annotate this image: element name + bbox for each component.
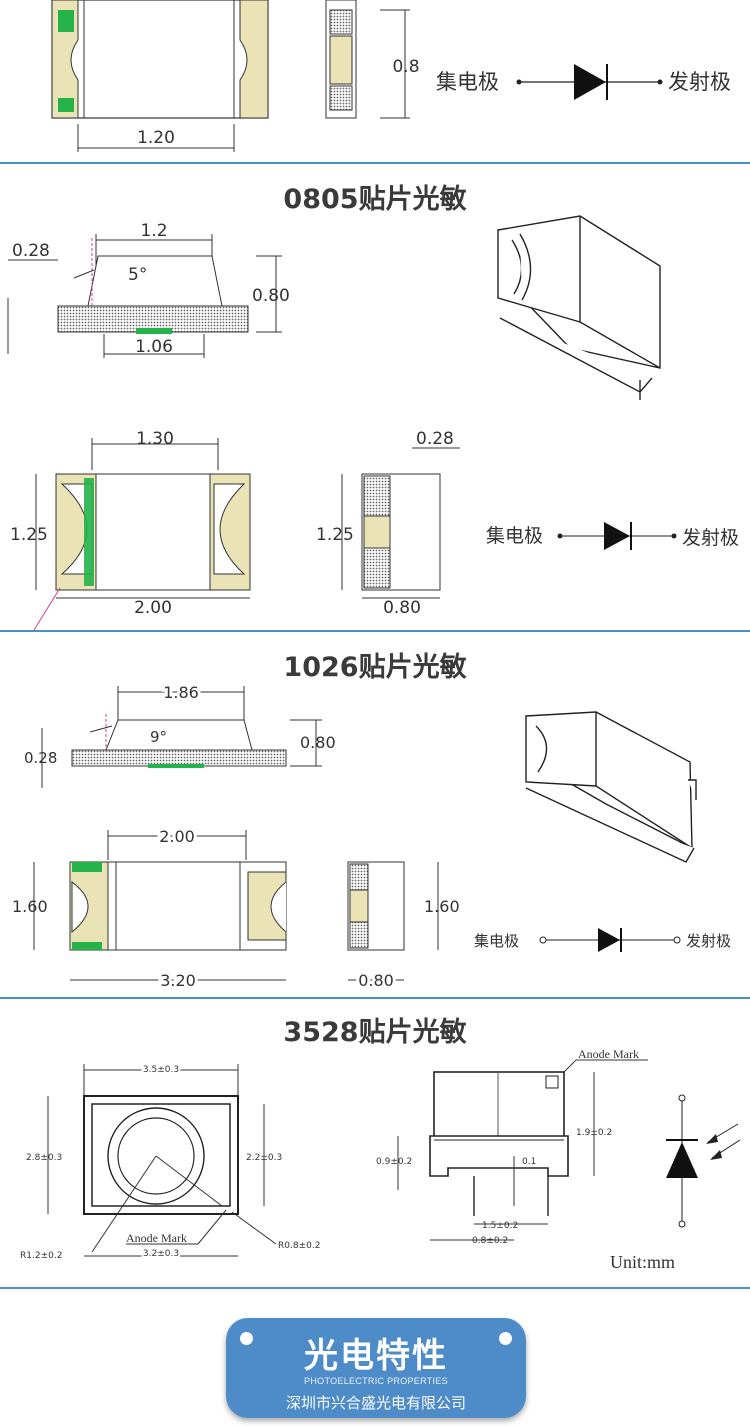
badge-hole-right — [499, 1332, 512, 1345]
badge-hole-left — [240, 1332, 253, 1345]
photoelectric-badge: 光电特性 PHOTOELECTRIC PROPERTIES 深圳市兴合盛光电有限… — [226, 1318, 526, 1418]
1026-dim-h: 1.60 — [12, 897, 48, 916]
0805-diode-symbol: 集电极 发射极 — [486, 522, 739, 550]
3528-dim-side-h: 1.9±0.2 — [576, 1128, 612, 1138]
top-dim-width: 1.20 — [137, 128, 175, 148]
1026-dim-side-h: 1.60 — [424, 897, 460, 916]
0805-dim-w: 1.30 — [136, 429, 174, 449]
3528-dim-pad2: 0.8±0.2 — [472, 1236, 508, 1246]
1026-3d-view — [525, 711, 697, 863]
3528-top-view: 3.5±0.3 2.8±0.3 2.2±0.3 3.2±0.3 Anode Ma… — [20, 1063, 320, 1261]
1026-profile: 1.86 9° 0.28 0.80 — [24, 680, 336, 788]
title-3528: 3528贴片光敏 — [283, 1017, 467, 1048]
0805-dim-side-w: 0.80 — [383, 598, 421, 618]
3528-side-view: Anode Mark 1.9±0.2 0.9±0.2 0.1 1.5±0.2 0… — [376, 1047, 648, 1246]
1026-label-emitter: 发射极 — [686, 932, 731, 950]
3528-dim-h-inner: 2.2±0.3 — [246, 1153, 282, 1163]
top-diagram: 1.20 0.8 集电极 发射极 — [51, 0, 731, 152]
diagram-1026: 1.86 9° 0.28 0.80 2.00 1.60 — [12, 680, 731, 993]
3528-dim-w-inner: 3.2±0.3 — [143, 1249, 179, 1259]
top-diode-symbol: 集电极 发射极 — [436, 64, 731, 100]
badge-title: 光电特性 — [304, 1336, 448, 1376]
top-front-view: 1.20 — [51, 0, 269, 152]
3528-anode-mark-side: Anode Mark — [578, 1047, 639, 1061]
0805-dim-angle: 5° — [128, 265, 147, 285]
3528-photo-diode-symbol — [666, 1094, 741, 1228]
3528-r-big: R1.2±0.2 — [20, 1251, 62, 1261]
3528-dim-gap: 0.1 — [522, 1157, 536, 1167]
diagram-0805: 1.2 5° 0.28 0.80 1.06 1.30 — [7, 215, 739, 630]
0805-label-collector: 集电极 — [486, 525, 543, 547]
0805-profile: 1.2 5° 0.28 0.80 1.06 — [7, 221, 290, 358]
3528-dim-h-outer: 2.8±0.3 — [26, 1153, 62, 1163]
0805-dim-bottom: 1.06 — [135, 337, 173, 357]
1026-label-collector: 集电极 — [474, 932, 519, 950]
3528-anode-mark-front: Anode Mark — [126, 1231, 187, 1245]
0805-dim-side-t: 0.28 — [416, 429, 454, 449]
0805-front-view: 1.30 1.25 2.00 — [10, 429, 251, 630]
1026-dim-w: 2.00 — [159, 827, 195, 846]
top-dim-height: 0.8 — [392, 57, 419, 77]
badge-company: 深圳市兴合盛光电有限公司 — [285, 1394, 466, 1412]
top-side-view: 0.8 — [325, 0, 420, 119]
0805-dim-side-h: 1.25 — [316, 525, 354, 545]
1026-dim-height: 0.80 — [300, 733, 336, 752]
1026-dim-top: 1.86 — [163, 683, 199, 702]
0805-dim-h: 1.25 — [10, 525, 48, 545]
0805-dim-top: 1.2 — [140, 221, 167, 241]
diagram-3528: 3.5±0.3 2.8±0.3 2.2±0.3 3.2±0.3 Anode Ma… — [20, 1047, 741, 1272]
1026-dim-side-w: 0.80 — [358, 971, 394, 990]
divider-3 — [0, 997, 750, 999]
1026-dim-angle: 9° — [150, 728, 167, 746]
3528-r-small: R0.8±0.2 — [278, 1241, 320, 1251]
1026-diode-symbol: 集电极 发射极 — [474, 928, 731, 952]
top-label-collector: 集电极 — [436, 70, 499, 94]
1026-dim-l: 3.20 — [160, 971, 196, 990]
0805-side-view: 0.28 1.25 0.80 — [316, 429, 460, 618]
title-1026: 1026贴片光敏 — [283, 652, 467, 683]
divider-4 — [0, 1287, 750, 1289]
3528-dim-side-low: 0.9±0.2 — [376, 1157, 412, 1167]
title-0805: 0805贴片光敏 — [283, 184, 467, 215]
1026-front-view: 2.00 1.60 3.20 — [12, 824, 287, 993]
3528-unit: Unit:mm — [610, 1252, 675, 1272]
0805-dim-thick: 0.28 — [12, 241, 50, 261]
3528-dim-w: 3.5±0.3 — [143, 1065, 179, 1075]
0805-label-emitter: 发射极 — [682, 527, 739, 549]
0805-3d-view — [497, 215, 661, 400]
top-label-emitter: 发射极 — [668, 70, 731, 94]
3528-dim-pad: 1.5±0.2 — [482, 1221, 518, 1231]
divider-2 — [0, 630, 750, 632]
0805-dim-height: 0.80 — [252, 286, 290, 306]
1026-dim-thick: 0.28 — [24, 749, 57, 767]
divider-1 — [0, 162, 750, 164]
1026-side-view: 1.60 0.80 — [347, 861, 460, 993]
badge-subtitle: PHOTOELECTRIC PROPERTIES — [304, 1376, 448, 1386]
0805-dim-l: 2.00 — [134, 598, 172, 618]
